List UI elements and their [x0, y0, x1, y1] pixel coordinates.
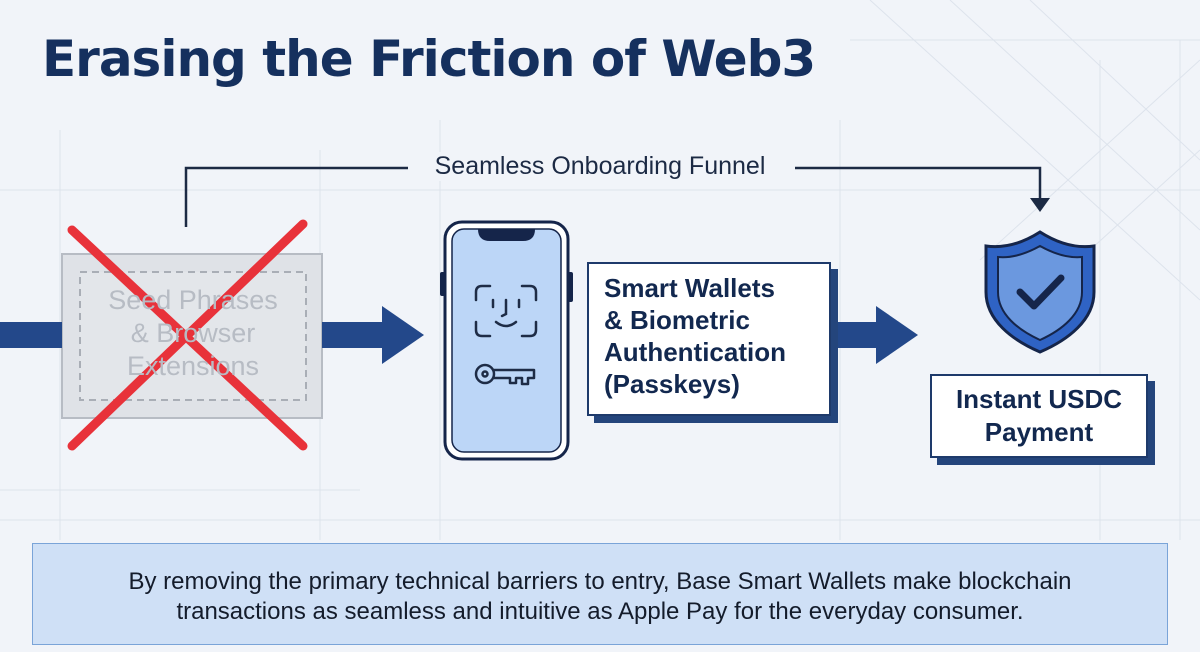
face-id-icon	[474, 284, 538, 338]
payment-box: Instant USDC Payment	[930, 374, 1148, 458]
funnel-label: Seamless Onboarding Funnel	[412, 152, 788, 181]
funnel-arrowhead	[1030, 198, 1050, 212]
summary-line: transactions as seamless and intuitive a…	[176, 598, 1024, 625]
crossed-out-x	[67, 219, 308, 451]
flow-arrow-3	[836, 306, 918, 364]
smart-wallet-line: Authentication	[604, 337, 786, 367]
payment-line: Payment	[984, 417, 1094, 447]
background-grid	[0, 0, 1200, 540]
seed-phrases-box	[61, 253, 323, 419]
summary-callout: By removing the primary technical barrie…	[32, 543, 1168, 645]
phone-device	[440, 220, 573, 461]
key-icon	[474, 363, 536, 386]
summary-line: By removing the primary technical barrie…	[128, 568, 1072, 595]
payment-line: Instant USDC	[955, 384, 1123, 414]
shield-check-icon	[984, 230, 1096, 354]
seed-phrases-line: & Browser	[130, 318, 256, 348]
page-title: Erasing the Friction of Web3	[42, 30, 816, 88]
seed-phrases-line: Extensions	[126, 351, 260, 381]
flow-arrow-1	[0, 322, 62, 348]
funnel-bracket	[184, 166, 1042, 227]
smart-wallet-line: Smart Wallets	[604, 273, 775, 303]
smart-wallet-box: Smart Wallets & Biometric Authentication…	[587, 262, 831, 416]
smart-wallet-line: & Biometric	[604, 305, 750, 335]
seed-phrases-line: Seed Phrases	[108, 285, 278, 315]
seed-phrases-label: Seed Phrases & Browser Extensions	[80, 284, 306, 383]
smart-wallet-line: (Passkeys)	[604, 369, 740, 399]
flow-arrow-2	[322, 306, 424, 364]
